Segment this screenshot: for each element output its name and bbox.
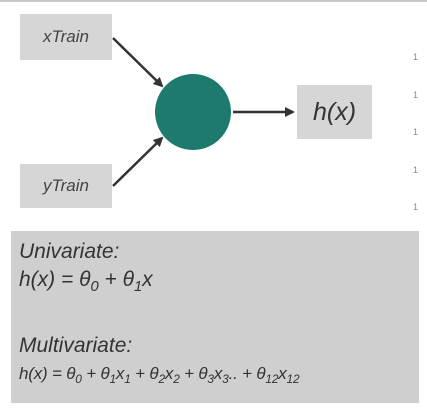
eq-subscript: 0: [75, 372, 82, 387]
equation-panel: Univariate: h(x) = θ0 + θ1x Multivariate…: [11, 231, 419, 403]
eq-part: h(x) = θ: [19, 364, 76, 383]
input-label-xtrain: xTrain: [43, 27, 89, 46]
neuron-node: [155, 74, 231, 150]
eq-subscript: 2: [173, 372, 180, 387]
eq-subscript: 3: [207, 372, 214, 387]
eq-part: + θ: [130, 364, 159, 383]
output-box-hx: h(x): [297, 85, 372, 139]
eq-part: x: [213, 364, 223, 383]
eq-subscript: 12: [265, 372, 279, 387]
eq-part: x: [164, 364, 174, 383]
input-label-ytrain: yTrain: [43, 176, 89, 195]
multivariate-heading: Multivariate:: [19, 334, 133, 357]
eq-subscript: 1: [109, 372, 117, 387]
top-divider: [0, 0, 427, 2]
input-box-ytrain: yTrain: [20, 164, 112, 208]
univariate-heading: Univariate:: [19, 240, 120, 263]
side-mark-3: 1: [413, 127, 419, 137]
side-mark-2: 1: [413, 90, 419, 100]
eq-part: + θ: [98, 268, 135, 291]
eq-part: + θ: [179, 364, 208, 383]
eq-part: x: [142, 268, 153, 291]
multivariate-equation: h(x) = θ0 + θ1x1 + θ2x2 + θ3x3.. + θ12x1…: [19, 364, 300, 385]
eq-part: x: [115, 364, 125, 383]
eq-part: x: [278, 364, 287, 383]
eq-subscript: 0: [90, 279, 99, 296]
side-mark-1: 1: [413, 52, 419, 62]
arrows-layer: [112, 37, 295, 187]
eq-subscript: 2: [158, 372, 165, 387]
side-mark-5: 1: [413, 202, 419, 212]
eq-part: .. + θ: [228, 364, 266, 383]
eq-subscript: 3: [222, 372, 229, 387]
eq-subscript: 1: [124, 372, 131, 387]
input-box-xtrain: xTrain: [20, 14, 112, 60]
eq-subscript: 12: [286, 372, 300, 387]
univariate-equation: h(x) = θ0 + θ1x: [19, 268, 153, 294]
arrow-ytrain-to-node: [112, 136, 164, 187]
side-mark-4: 1: [413, 165, 419, 175]
arrow-xtrain-to-node: [112, 37, 164, 88]
eq-part: + θ: [81, 364, 110, 383]
eq-part: h(x) = θ: [19, 268, 91, 291]
output-label-hx: h(x): [312, 97, 357, 126]
eq-subscript: 1: [134, 279, 143, 296]
